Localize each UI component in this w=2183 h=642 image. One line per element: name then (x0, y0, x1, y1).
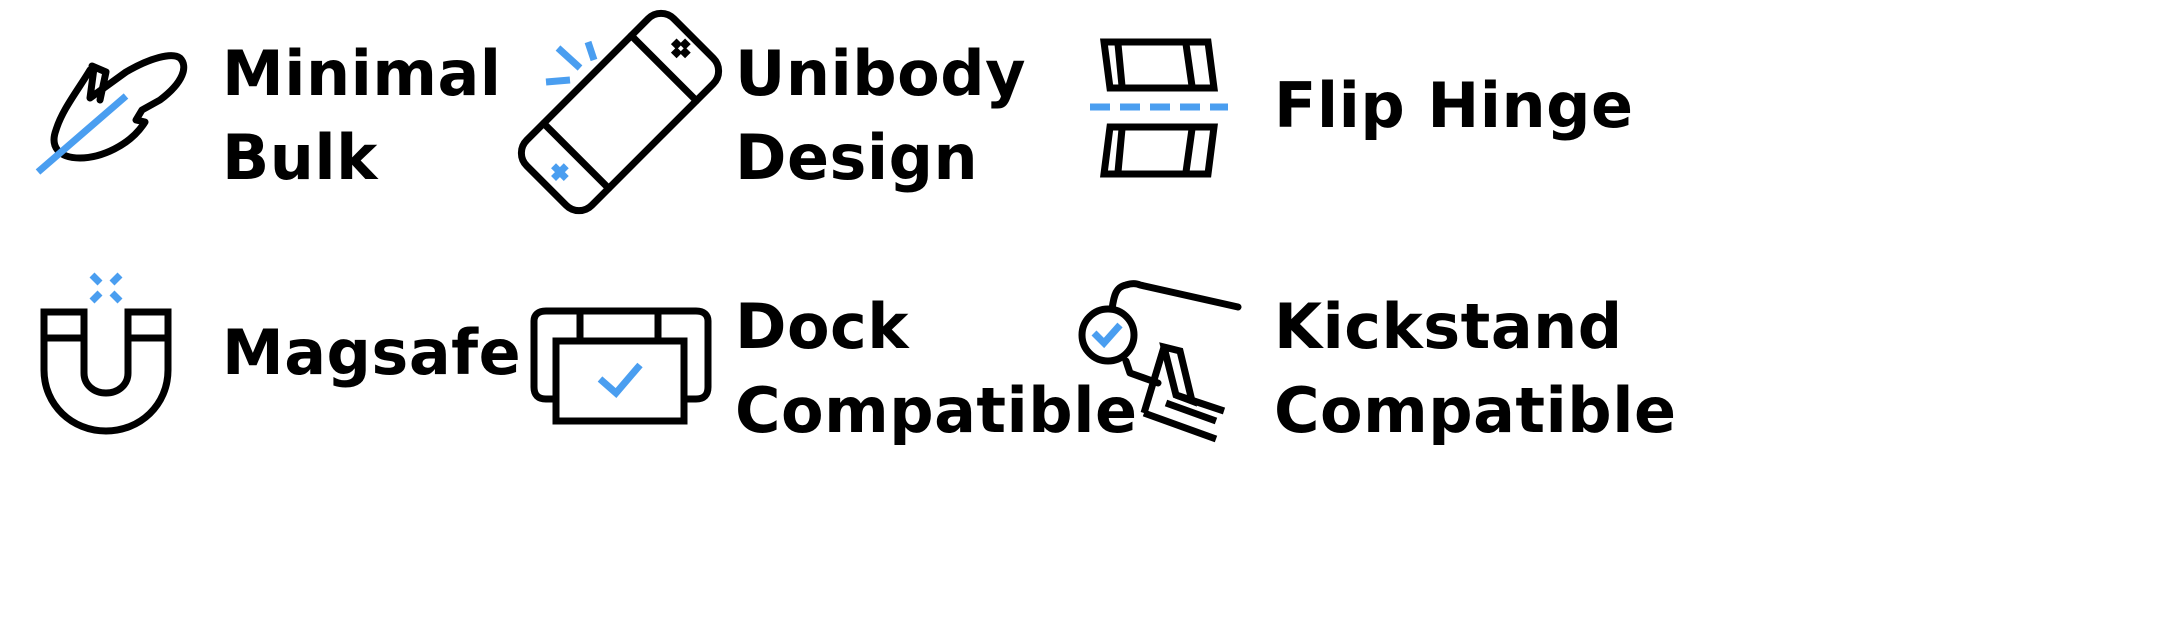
feature-label-line-2: Compatible (735, 374, 1138, 447)
feather-slash-icon (35, 52, 188, 175)
feature-label: Minimal Bulk (222, 32, 502, 200)
feature-label: Dock Compatible (735, 285, 1138, 453)
feature-minimal-bulk: Minimal Bulk (0, 0, 720, 300)
feature-dock-compatible: Dock Compatible (520, 255, 1137, 555)
feature-kickstand-compatible: Kickstand Compatible (1078, 255, 2180, 555)
feature-label-line-2: Design (735, 121, 979, 194)
feature-unibody-design: Unibody Design (517, 0, 1080, 300)
feature-label: Kickstand Compatible (1274, 285, 1677, 453)
feature-label-line-1: Flip Hinge (1274, 69, 1634, 142)
flip-hinge-icon (1090, 38, 1228, 178)
feature-magsafe: Magsafe (0, 255, 720, 555)
feature-label: Flip Hinge (1274, 64, 1634, 148)
handheld-console-icon (517, 9, 723, 215)
feature-label-line-1: Kickstand (1274, 290, 1623, 363)
feature-label-line-1: Dock (735, 290, 910, 363)
feature-label-line-2: Compatible (1274, 374, 1677, 447)
feature-label-line-1: Magsafe (222, 316, 522, 389)
magnet-icon (40, 272, 172, 435)
feature-label-line-2: Bulk (222, 121, 378, 194)
feature-flip-hinge: Flip Hinge (1080, 0, 2180, 300)
dock-check-icon (530, 307, 712, 425)
feature-label: Unibody Design (735, 32, 1026, 200)
feature-label-line-1: Unibody (735, 37, 1027, 110)
feature-label: Magsafe (222, 311, 521, 395)
feature-label-line-1: Minimal (222, 37, 502, 110)
kickstand-check-icon (1078, 280, 1242, 443)
